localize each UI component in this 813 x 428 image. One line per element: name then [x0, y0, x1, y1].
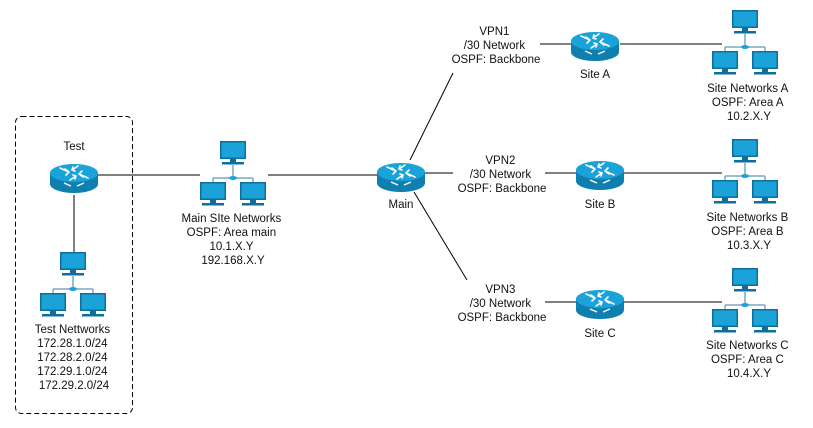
network-main-line: 192.168.X.Y — [201, 255, 265, 267]
network-site-c[interactable]: Site Networks C OSPF: Area C 10.4.X.Y — [706, 268, 792, 380]
router-main-label: Main — [389, 199, 414, 211]
network-test-label: Test Nettworks 172.28.1.0/24 172.28.2.0/… — [35, 324, 114, 392]
router-icon — [570, 31, 620, 62]
network-site-b-line: Site Networks B — [706, 212, 788, 224]
network-site-b-line: 10.3.X.Y — [727, 240, 771, 252]
router-main[interactable]: Main — [376, 162, 426, 211]
network-site-a-line: Site Networks A — [707, 83, 788, 95]
vpn2-line: OSPF: Backbone — [458, 183, 547, 195]
network-icon — [712, 10, 778, 75]
network-site-b-line: OSPF: Area B — [711, 226, 784, 238]
network-site-c-line: OSPF: Area C — [711, 354, 784, 366]
vpn3-line: /30 Network — [470, 298, 532, 310]
vpn3-label: VPN3 /30 Network OSPF: Backbone — [458, 284, 547, 324]
network-test-line: 172.29.2.0/24 — [39, 380, 110, 392]
network-test[interactable]: Test Nettworks 172.28.1.0/24 172.28.2.0/… — [35, 252, 114, 392]
network-site-c-line: 10.4.X.Y — [727, 368, 771, 380]
network-icon — [40, 252, 106, 317]
network-main-label: Main SIte Networks OSPF: Area main 10.1.… — [182, 213, 285, 267]
network-main-line: Main SIte Networks — [182, 213, 282, 225]
network-main[interactable]: Main SIte Networks OSPF: Area main 10.1.… — [182, 141, 285, 267]
network-site-c-label: Site Networks C OSPF: Area C 10.4.X.Y — [706, 340, 792, 380]
network-icon — [712, 139, 778, 204]
network-site-a-line: 10.2.X.Y — [727, 111, 771, 123]
router-site-c[interactable]: Site C — [575, 289, 625, 340]
vpn3-line: VPN3 — [485, 284, 515, 296]
vpn1-label: VPN1 /30 Network OSPF: Backbone — [452, 26, 541, 66]
router-icon — [376, 162, 426, 193]
router-site-a-label: Site A — [580, 69, 610, 81]
vpn2-line: VPN2 — [485, 155, 515, 167]
network-site-b[interactable]: Site Networks B OSPF: Area B 10.3.X.Y — [706, 139, 791, 252]
network-icon — [200, 141, 266, 206]
router-icon — [49, 163, 99, 194]
connection-lines — [73, 43, 722, 303]
router-icon — [575, 160, 625, 191]
router-site-c-label: Site C — [584, 328, 615, 340]
router-icon — [575, 289, 625, 320]
vpn1-line: OSPF: Backbone — [452, 54, 541, 66]
network-site-a-line: OSPF: Area A — [712, 97, 784, 109]
vpn2-line: /30 Network — [470, 169, 532, 181]
network-test-line: 172.29.1.0/24 — [37, 366, 108, 378]
router-site-b-label: Site B — [585, 199, 616, 211]
test-area-boundary — [15, 116, 133, 414]
network-icon — [712, 268, 778, 333]
router-site-b[interactable]: Site B — [575, 160, 625, 211]
link-main-to-site-a — [409, 72, 454, 161]
network-test-line: Test Nettworks — [35, 324, 111, 336]
network-site-a-label: Site Networks A OSPF: Area A 10.2.X.Y — [707, 83, 791, 123]
vpn3-line: OSPF: Backbone — [458, 312, 547, 324]
vpn2-label: VPN2 /30 Network OSPF: Backbone — [458, 155, 547, 195]
network-site-c-line: Site Networks C — [706, 340, 788, 352]
router-test-label: Test — [63, 141, 85, 153]
link-main-to-site-c — [413, 191, 468, 281]
router-test[interactable]: Test — [49, 141, 99, 194]
vpn1-line: VPN1 — [479, 26, 509, 38]
network-test-line: 172.28.1.0/24 — [37, 338, 108, 350]
vpn1-line: /30 Network — [464, 40, 526, 52]
network-site-a[interactable]: Site Networks A OSPF: Area A 10.2.X.Y — [707, 10, 791, 123]
network-main-line: 10.1.X.Y — [209, 241, 253, 253]
network-site-b-label: Site Networks B OSPF: Area B 10.3.X.Y — [706, 212, 791, 252]
network-test-line: 172.28.2.0/24 — [37, 352, 108, 364]
router-site-a[interactable]: Site A — [570, 31, 620, 81]
network-main-line: OSPF: Area main — [187, 227, 276, 239]
